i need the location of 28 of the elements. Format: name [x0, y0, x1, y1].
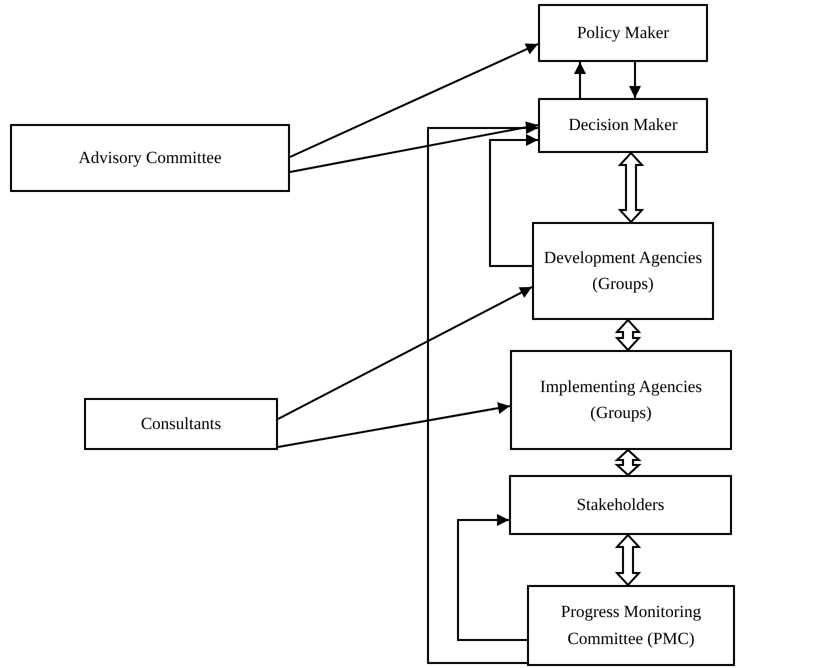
process-box — [509, 475, 732, 535]
process-box — [527, 585, 735, 666]
process-box — [538, 4, 708, 62]
hollow-double-arrow — [618, 152, 644, 224]
box-label: Stakeholders — [576, 494, 664, 516]
process-box — [510, 350, 732, 450]
arrow — [574, 62, 586, 98]
process-box — [532, 222, 714, 320]
arrow — [629, 62, 641, 98]
box-label: Progress Monitoring Committee (PMC) — [560, 601, 702, 650]
arrow — [290, 43, 538, 158]
hollow-double-arrow — [614, 534, 642, 586]
arrow — [278, 402, 510, 448]
box-label: Policy Maker — [576, 22, 670, 44]
arrow — [457, 514, 527, 641]
process-box — [84, 398, 278, 450]
box-label: Development Agencies (Groups) — [542, 246, 704, 295]
hollow-double-arrow — [614, 448, 642, 476]
box-label: Decision Maker — [568, 114, 678, 136]
process-box — [10, 124, 290, 192]
arrow — [278, 286, 532, 420]
box-label: Consultants — [140, 412, 222, 435]
box-label: Advisory Committee — [78, 146, 222, 169]
arrow — [290, 121, 538, 173]
box-label: Implementing Agencies (Groups) — [539, 376, 703, 424]
arrow — [489, 134, 538, 267]
process-box — [538, 98, 708, 153]
hollow-double-arrow — [614, 318, 642, 352]
